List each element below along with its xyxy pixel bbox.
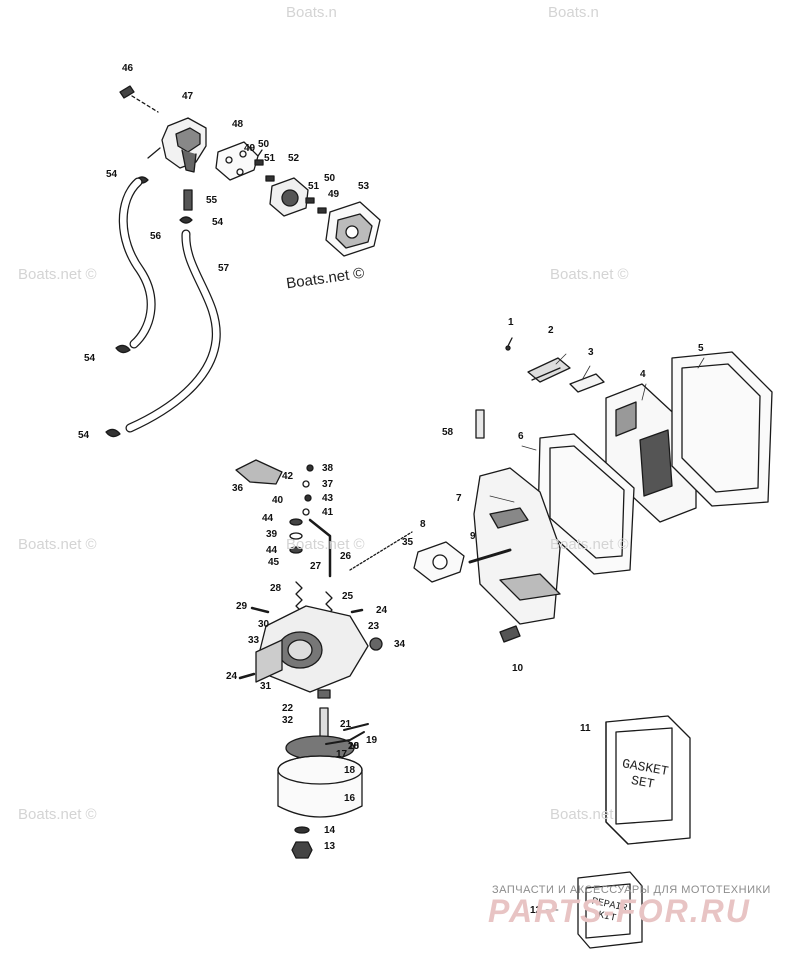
callout-c9: 9 bbox=[470, 531, 476, 542]
callout-c25: 25 bbox=[342, 591, 354, 602]
repair-kit-box bbox=[577, 871, 643, 949]
watermark: Boats.net © bbox=[286, 536, 365, 553]
callout-c41: 41 bbox=[322, 507, 334, 518]
callout-c54d: 54 bbox=[78, 430, 90, 441]
callout-c54b: 54 bbox=[212, 217, 224, 228]
callout-c17: 17 bbox=[336, 749, 348, 760]
callout-c51b: 51 bbox=[308, 181, 320, 192]
callout-c42: 42 bbox=[282, 471, 294, 482]
callout-c50b: 50 bbox=[324, 173, 336, 184]
callout-c4: 4 bbox=[640, 369, 646, 380]
watermark: Boats.n bbox=[286, 4, 337, 21]
callout-c47: 47 bbox=[182, 91, 194, 102]
callout-c36: 36 bbox=[232, 483, 244, 494]
callout-c44a: 44 bbox=[262, 513, 274, 524]
callout-c3: 3 bbox=[588, 347, 594, 358]
callout-c32: 32 bbox=[282, 715, 294, 726]
callout-c46: 46 bbox=[122, 63, 134, 74]
callout-c33: 33 bbox=[248, 635, 260, 646]
reed-valve-assembly bbox=[413, 337, 773, 643]
callout-c6: 6 bbox=[518, 431, 524, 442]
callout-c11: 11 bbox=[580, 723, 591, 734]
watermark: Boats.net © bbox=[550, 266, 629, 283]
callout-c13: 13 bbox=[324, 841, 336, 852]
callout-c20: 20 bbox=[348, 741, 360, 752]
fuel-pump-assembly bbox=[105, 85, 381, 438]
fuel-hoses bbox=[118, 177, 221, 433]
callout-c53: 53 bbox=[358, 181, 370, 192]
callout-c58: 58 bbox=[442, 427, 454, 438]
callout-c57: 57 bbox=[218, 263, 230, 274]
callout-c38: 38 bbox=[322, 463, 334, 474]
callout-c24b: 24 bbox=[226, 671, 238, 682]
callout-c34: 34 bbox=[394, 639, 406, 650]
callout-c50a: 50 bbox=[258, 139, 270, 150]
watermark: Boats.net © bbox=[18, 266, 97, 283]
callout-c54c: 54 bbox=[84, 353, 96, 364]
callout-c55: 55 bbox=[206, 195, 218, 206]
watermark: Boats.net © bbox=[18, 536, 97, 553]
carburetor-assembly bbox=[235, 459, 413, 859]
callout-c28: 28 bbox=[270, 583, 282, 594]
callout-c37: 37 bbox=[322, 479, 334, 490]
callout-c26: 26 bbox=[340, 551, 352, 562]
callout-c54a: 54 bbox=[106, 169, 118, 180]
callout-c29: 29 bbox=[236, 601, 248, 612]
brand-logo: PARTS-FOR.RU bbox=[488, 893, 751, 929]
callout-c30: 30 bbox=[258, 619, 270, 630]
callout-c19: 19 bbox=[366, 735, 378, 746]
callout-c44b: 44 bbox=[266, 545, 278, 556]
callout-c21: 21 bbox=[340, 719, 352, 730]
callout-c40: 40 bbox=[272, 495, 284, 506]
callout-c2: 2 bbox=[548, 325, 554, 336]
callout-c1: 1 bbox=[508, 317, 514, 328]
callout-c16: 16 bbox=[344, 793, 356, 804]
gasket-set-box bbox=[605, 715, 691, 845]
callout-c27: 27 bbox=[310, 561, 322, 572]
watermark: Boats.net © bbox=[550, 536, 629, 553]
callout-c18a: 18 bbox=[348, 741, 360, 752]
callout-c23: 23 bbox=[368, 621, 380, 632]
callout-c49b: 49 bbox=[328, 189, 340, 200]
callout-c39: 39 bbox=[266, 529, 278, 540]
callout-c7: 7 bbox=[456, 493, 462, 504]
callout-c45: 45 bbox=[268, 557, 280, 568]
callout-c48: 48 bbox=[232, 119, 244, 130]
callout-c18b: 18 bbox=[344, 765, 356, 776]
watermark: Boats.net © bbox=[18, 806, 97, 823]
callout-c8: 8 bbox=[420, 519, 426, 530]
callout-c56: 56 bbox=[150, 231, 162, 242]
callout-c43: 43 bbox=[322, 493, 334, 504]
watermark: Boats.net bbox=[550, 806, 614, 823]
callout-c10: 10 bbox=[512, 663, 524, 674]
watermark: Boats.n bbox=[548, 4, 599, 21]
callout-c14: 14 bbox=[324, 825, 336, 836]
callout-c22: 22 bbox=[282, 703, 294, 714]
callout-c5: 5 bbox=[698, 343, 704, 354]
callout-c49a: 49 bbox=[244, 143, 256, 154]
callout-c12: 12 bbox=[530, 905, 542, 916]
callout-c52: 52 bbox=[288, 153, 300, 164]
callout-c31: 31 bbox=[260, 681, 272, 692]
callout-c24a: 24 bbox=[376, 605, 388, 616]
callout-c51a: 51 bbox=[264, 153, 276, 164]
callout-c35: 35 bbox=[402, 537, 414, 548]
brand-subtitle: ЗАПЧАСТИ И АКСЕССУАРЫ ДЛЯ МОТОТЕХНИКИ bbox=[492, 884, 771, 896]
